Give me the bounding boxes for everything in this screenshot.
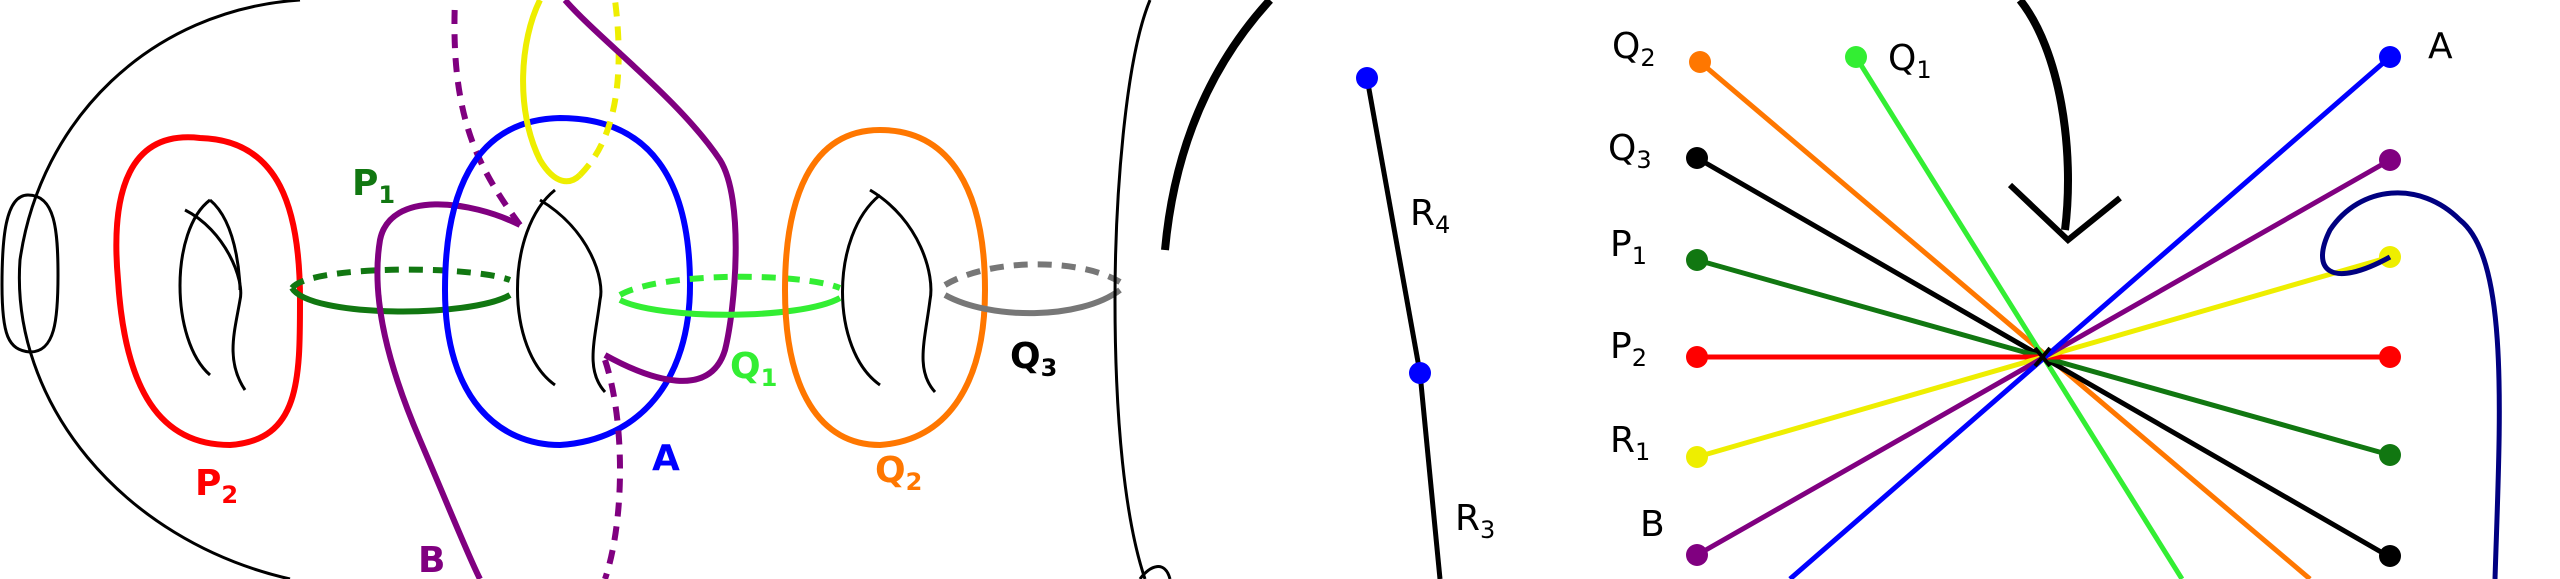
curve-p1-dashed [289, 266, 512, 291]
bracket-hook [1138, 565, 1172, 579]
hole-1 [178, 198, 247, 391]
label-b: B [418, 540, 445, 579]
label-p2: P2 [195, 463, 238, 509]
star-panel: Q2 Q3 P1 P2 R1 B Q1 A [1608, 26, 2502, 579]
label-star-a: A [2428, 26, 2453, 67]
endpoint-q2 [1689, 51, 1711, 73]
surface-outline [17, 0, 301, 579]
label-star-r1: R1 [1610, 420, 1650, 466]
label-r3: R3 [1455, 498, 1495, 544]
curve-b [374, 201, 522, 579]
curve-yellow [520, 0, 583, 185]
curve-purple-loop [562, 0, 739, 384]
star-center [2033, 346, 2052, 368]
hole-3 [841, 188, 937, 394]
curve-a [441, 114, 694, 449]
label-star-p2: P2 [1610, 326, 1647, 372]
curve-yellow-dashed [577, 0, 622, 178]
label-a: A [652, 438, 680, 479]
curve-q1 [618, 295, 842, 318]
curve-p1 [289, 286, 512, 315]
label-star-q3: Q3 [1608, 128, 1652, 174]
curve-q1-dashed [618, 273, 842, 298]
endpoint-b [1686, 544, 1708, 566]
segment-r3 [1417, 372, 1443, 579]
endpoint-a-right [2379, 46, 2401, 68]
middle-panel: R4 R3 [1113, 0, 2122, 579]
ray-a [1788, 55, 2392, 579]
label-star-q2: Q2 [1612, 26, 1656, 72]
arrow-head [2007, 182, 2122, 244]
endpoint-p2 [1686, 346, 1708, 368]
endpoint-p2-right [2379, 346, 2401, 368]
curve-purple-loop-dashed [602, 359, 623, 579]
endpoint-p1 [1686, 249, 1708, 271]
boundary-cuff [0, 193, 60, 354]
label-p1: P1 [352, 163, 395, 209]
big-arc [1161, 0, 1273, 251]
surface-panel: P1 P2 A B Q1 Q2 Q3 [0, 0, 1122, 579]
vertex-mid [1409, 362, 1431, 384]
hole-2 [516, 188, 607, 394]
curve-b-dashed [451, 0, 523, 227]
label-star-q1: Q1 [1888, 38, 1932, 84]
label-star-p1: P1 [1610, 224, 1647, 270]
endpoint-q1 [1845, 46, 1867, 68]
endpoint-q3 [1686, 147, 1708, 169]
endpoint-b-right [2379, 149, 2401, 171]
ray-q1 [1853, 55, 2185, 579]
endpoint-q3-right [2379, 545, 2401, 567]
endpoint-r1 [1686, 446, 1708, 468]
segment-r4 [1364, 77, 1423, 374]
curve-p2 [113, 134, 304, 449]
panel-bracket [1113, 0, 1152, 579]
label-q1: Q1 [730, 346, 777, 392]
curve-navy-loop [2320, 190, 2502, 579]
endpoint-r1-right [2379, 246, 2401, 268]
label-q3: Q3 [1010, 336, 1057, 382]
arrow-arc [2016, 0, 2072, 231]
label-r4: R4 [1410, 193, 1450, 239]
label-q2: Q2 [875, 450, 922, 496]
ray-q2 [1698, 60, 2312, 579]
curve-q3 [943, 287, 1122, 317]
curve-q2 [781, 126, 989, 449]
endpoint-p1-right [2379, 444, 2401, 466]
label-star-b: B [1640, 504, 1665, 545]
vertex-top [1356, 67, 1378, 89]
curve-q3-dashed [943, 261, 1122, 288]
